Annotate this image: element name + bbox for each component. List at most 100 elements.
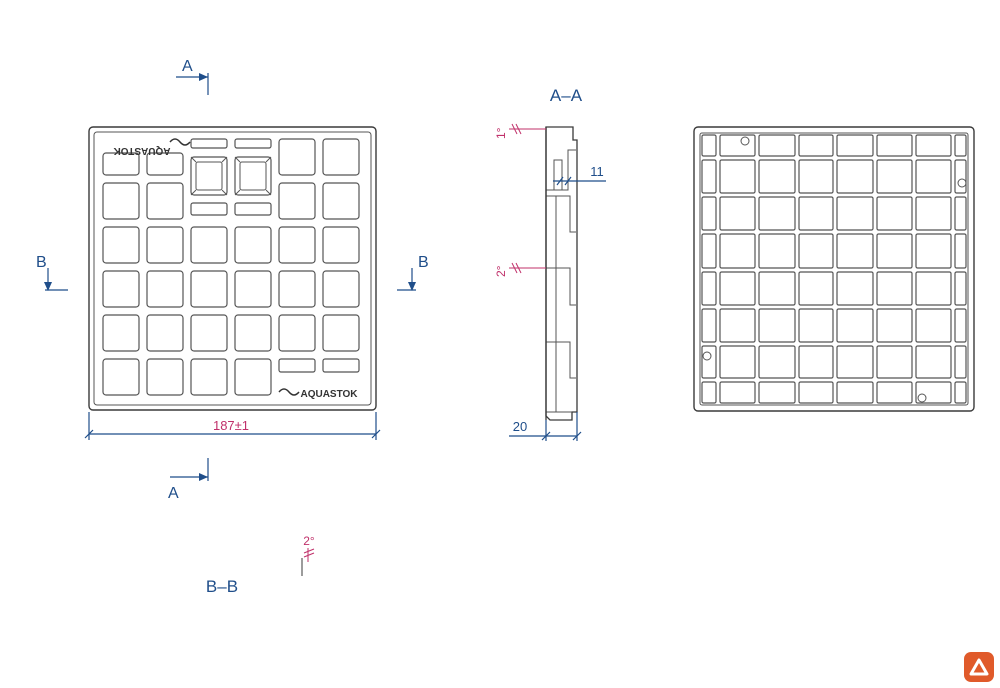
grid-cell	[278, 314, 316, 352]
brand-text: AQUASTOK	[300, 389, 358, 400]
boss-inner	[195, 161, 223, 191]
rib-cell	[701, 159, 717, 194]
rib-cell	[836, 159, 874, 194]
rib-cell	[798, 159, 834, 194]
rib-cell	[798, 381, 834, 404]
grid-slot	[190, 202, 228, 216]
brand-logo-bottom-icon	[278, 388, 300, 396]
rib-cell	[798, 196, 834, 231]
grid-cell	[102, 182, 140, 220]
svg-text:A–A: A–A	[550, 86, 583, 105]
rib-cell	[758, 381, 796, 404]
rib-cell	[701, 381, 717, 404]
rib-cell	[719, 196, 756, 231]
grid-cell	[102, 314, 140, 352]
grid-cell	[146, 182, 184, 220]
rib-cell	[701, 345, 717, 379]
svg-text:B–B: B–B	[206, 577, 238, 596]
rib-cell	[719, 159, 756, 194]
angle-mid: 2°	[494, 262, 546, 277]
section-marker-b-left: B	[36, 254, 68, 291]
rib-cell	[798, 233, 834, 269]
grid-slot	[234, 138, 272, 149]
section-marker-a-bottom: A	[168, 458, 209, 502]
rib-cell	[758, 345, 796, 379]
grid-slot	[234, 202, 272, 216]
rib-cell	[719, 134, 756, 157]
grid-cell	[234, 314, 272, 352]
rib-cell	[798, 134, 834, 157]
rib-cell	[719, 308, 756, 343]
rib-cell	[876, 345, 913, 379]
rib-cell	[836, 308, 874, 343]
grid-cell	[146, 270, 184, 308]
rib-cell	[954, 271, 967, 306]
grid-cell	[278, 270, 316, 308]
grid-slot	[322, 358, 360, 373]
svg-text:2°: 2°	[303, 534, 315, 548]
grid-cell	[146, 226, 184, 264]
rib-cell	[719, 233, 756, 269]
rib-cell	[758, 196, 796, 231]
rib-cell	[915, 159, 952, 194]
rib-cell	[836, 381, 874, 404]
boss-outer	[234, 156, 272, 196]
rib-cell	[915, 381, 952, 404]
rib-cell	[876, 196, 913, 231]
grid-cell	[322, 270, 360, 308]
rib-cell	[915, 196, 952, 231]
svg-text:20: 20	[513, 419, 527, 434]
grid-cell	[190, 314, 228, 352]
dimension-rib: 11	[553, 164, 606, 186]
rib-cell	[954, 345, 967, 379]
rib-cell	[798, 271, 834, 306]
rib-cell	[954, 308, 967, 343]
grid-cell	[102, 270, 140, 308]
rib-cell	[758, 159, 796, 194]
rib-cell	[836, 233, 874, 269]
rib-cell	[798, 345, 834, 379]
pin-hole-icon	[702, 136, 967, 403]
rib-cell	[758, 271, 796, 306]
rib-cell	[836, 134, 874, 157]
grid-cell	[146, 358, 184, 396]
angle-bb: 2°	[301, 534, 315, 576]
section-marker-a-top: A	[176, 58, 209, 95]
rib-cell	[954, 381, 967, 404]
grid-cell	[322, 138, 360, 176]
grid-cell	[234, 226, 272, 264]
rib-cell	[719, 381, 756, 404]
grid-cell	[234, 270, 272, 308]
svg-text:B: B	[418, 254, 429, 271]
rib-cell	[719, 271, 756, 306]
rib-cell	[876, 381, 913, 404]
boss-outer	[190, 156, 228, 196]
rib-cell	[876, 134, 913, 157]
brand-text-mirrored: AQUASTOK	[113, 145, 171, 156]
back-view	[693, 126, 975, 412]
grid-cell	[146, 314, 184, 352]
rib-cell	[836, 196, 874, 231]
grid-cell	[278, 226, 316, 264]
rib-cell	[915, 345, 952, 379]
dimension-thickness: 20	[509, 412, 582, 441]
rib-cell	[954, 196, 967, 231]
rib-cell	[701, 233, 717, 269]
dimension-width: 187±1	[84, 412, 381, 440]
grid-cell	[322, 226, 360, 264]
rib-cell	[758, 308, 796, 343]
rib-cell	[719, 345, 756, 379]
rib-cell	[915, 271, 952, 306]
svg-text:1°: 1°	[494, 127, 508, 139]
svg-text:11: 11	[590, 164, 604, 179]
rib-cell	[876, 271, 913, 306]
rib-cell	[915, 233, 952, 269]
svg-text:2°: 2°	[494, 265, 508, 277]
grid-cell	[190, 226, 228, 264]
rib-cell	[798, 308, 834, 343]
grid-cell	[234, 358, 272, 396]
rib-cell	[701, 271, 717, 306]
grid-cell	[190, 270, 228, 308]
rib-cell	[954, 134, 967, 157]
